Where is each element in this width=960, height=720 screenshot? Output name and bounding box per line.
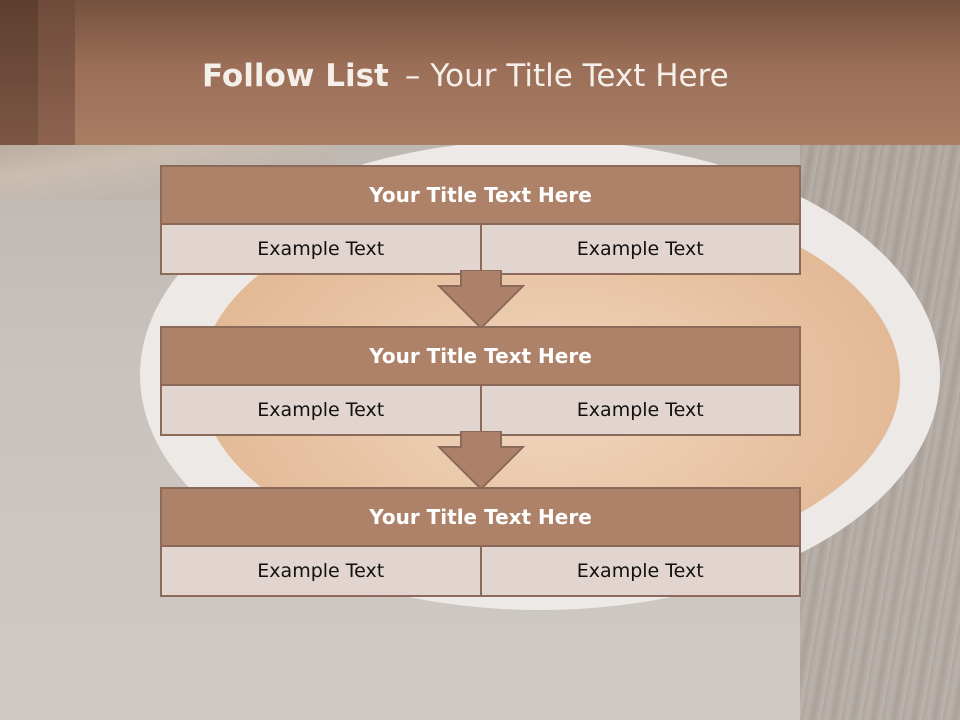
step-row: Example Text Example Text	[162, 386, 799, 434]
step-title[interactable]: Your Title Text Here	[162, 328, 799, 386]
header-accent-block	[0, 0, 38, 145]
step-title[interactable]: Your Title Text Here	[162, 167, 799, 225]
step-row: Example Text Example Text	[162, 547, 799, 595]
step-cell[interactable]: Example Text	[479, 547, 799, 595]
step-cell[interactable]: Example Text	[479, 225, 799, 273]
step-block-3: Your Title Text Here Example Text Exampl…	[160, 487, 801, 597]
slide-title-rest: Your Title Text Here	[430, 58, 729, 94]
step-cell[interactable]: Example Text	[162, 547, 480, 595]
step-cell[interactable]: Example Text	[162, 386, 480, 434]
header-accent-block	[38, 0, 75, 145]
slide-title: Follow List–Your Title Text Here	[202, 56, 729, 96]
slide-title-separator: –	[404, 58, 421, 94]
slide-title-bold: Follow List	[202, 58, 389, 94]
step-block-2: Your Title Text Here Example Text Exampl…	[160, 326, 801, 436]
step-title[interactable]: Your Title Text Here	[162, 489, 799, 547]
down-arrow-icon	[437, 431, 525, 491]
down-arrow-icon	[437, 270, 525, 330]
step-cell[interactable]: Example Text	[162, 225, 480, 273]
header-bar	[0, 0, 960, 145]
step-row: Example Text Example Text	[162, 225, 799, 273]
step-block-1: Your Title Text Here Example Text Exampl…	[160, 165, 801, 275]
step-cell[interactable]: Example Text	[479, 386, 799, 434]
